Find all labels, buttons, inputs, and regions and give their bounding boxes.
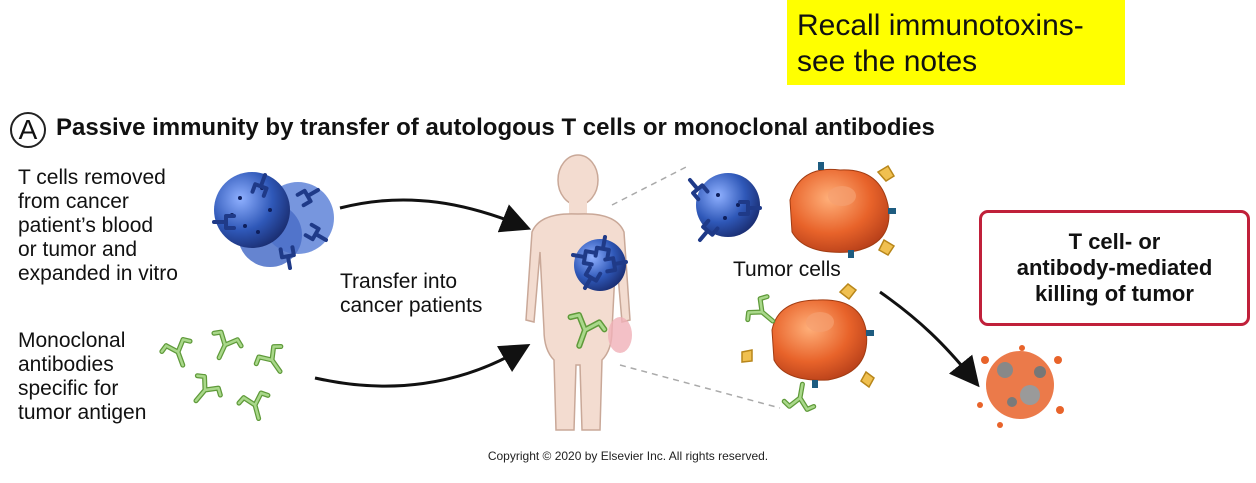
arrow-to-killed-tumor bbox=[879, 290, 980, 388]
outcome-box: T cell- or antibody-mediated killing of … bbox=[979, 210, 1250, 326]
antibody-tumor-interaction bbox=[741, 283, 875, 410]
recall-note: Recall immunotoxins- see the notes bbox=[787, 0, 1125, 85]
patient-body bbox=[525, 154, 632, 431]
killed-tumor bbox=[977, 345, 1064, 428]
antibodies-label: Monoclonal antibodies specific for tumor… bbox=[18, 329, 147, 424]
note-line-1: Recall immunotoxins- bbox=[797, 9, 1084, 42]
t-cells-label: T cells removed from cancer patient’s bl… bbox=[18, 166, 178, 285]
note-line-2: see the notes bbox=[797, 45, 978, 78]
tumor-cells-label: Tumor cells bbox=[733, 258, 841, 281]
free-antibodies bbox=[160, 330, 292, 423]
arrow-antibodies-to-body bbox=[314, 343, 531, 388]
transfer-label: Transfer into cancer patients bbox=[340, 270, 483, 317]
arrow-tcells-to-body bbox=[339, 198, 532, 233]
panel-letter: A bbox=[10, 112, 46, 148]
t-cell-cluster bbox=[212, 170, 334, 272]
panel-heading: Passive immunity by transfer of autologo… bbox=[56, 114, 935, 141]
tcell-tumor-interaction bbox=[683, 162, 896, 258]
copyright-text: Copyright © 2020 by Elsevier Inc. All ri… bbox=[487, 449, 769, 463]
